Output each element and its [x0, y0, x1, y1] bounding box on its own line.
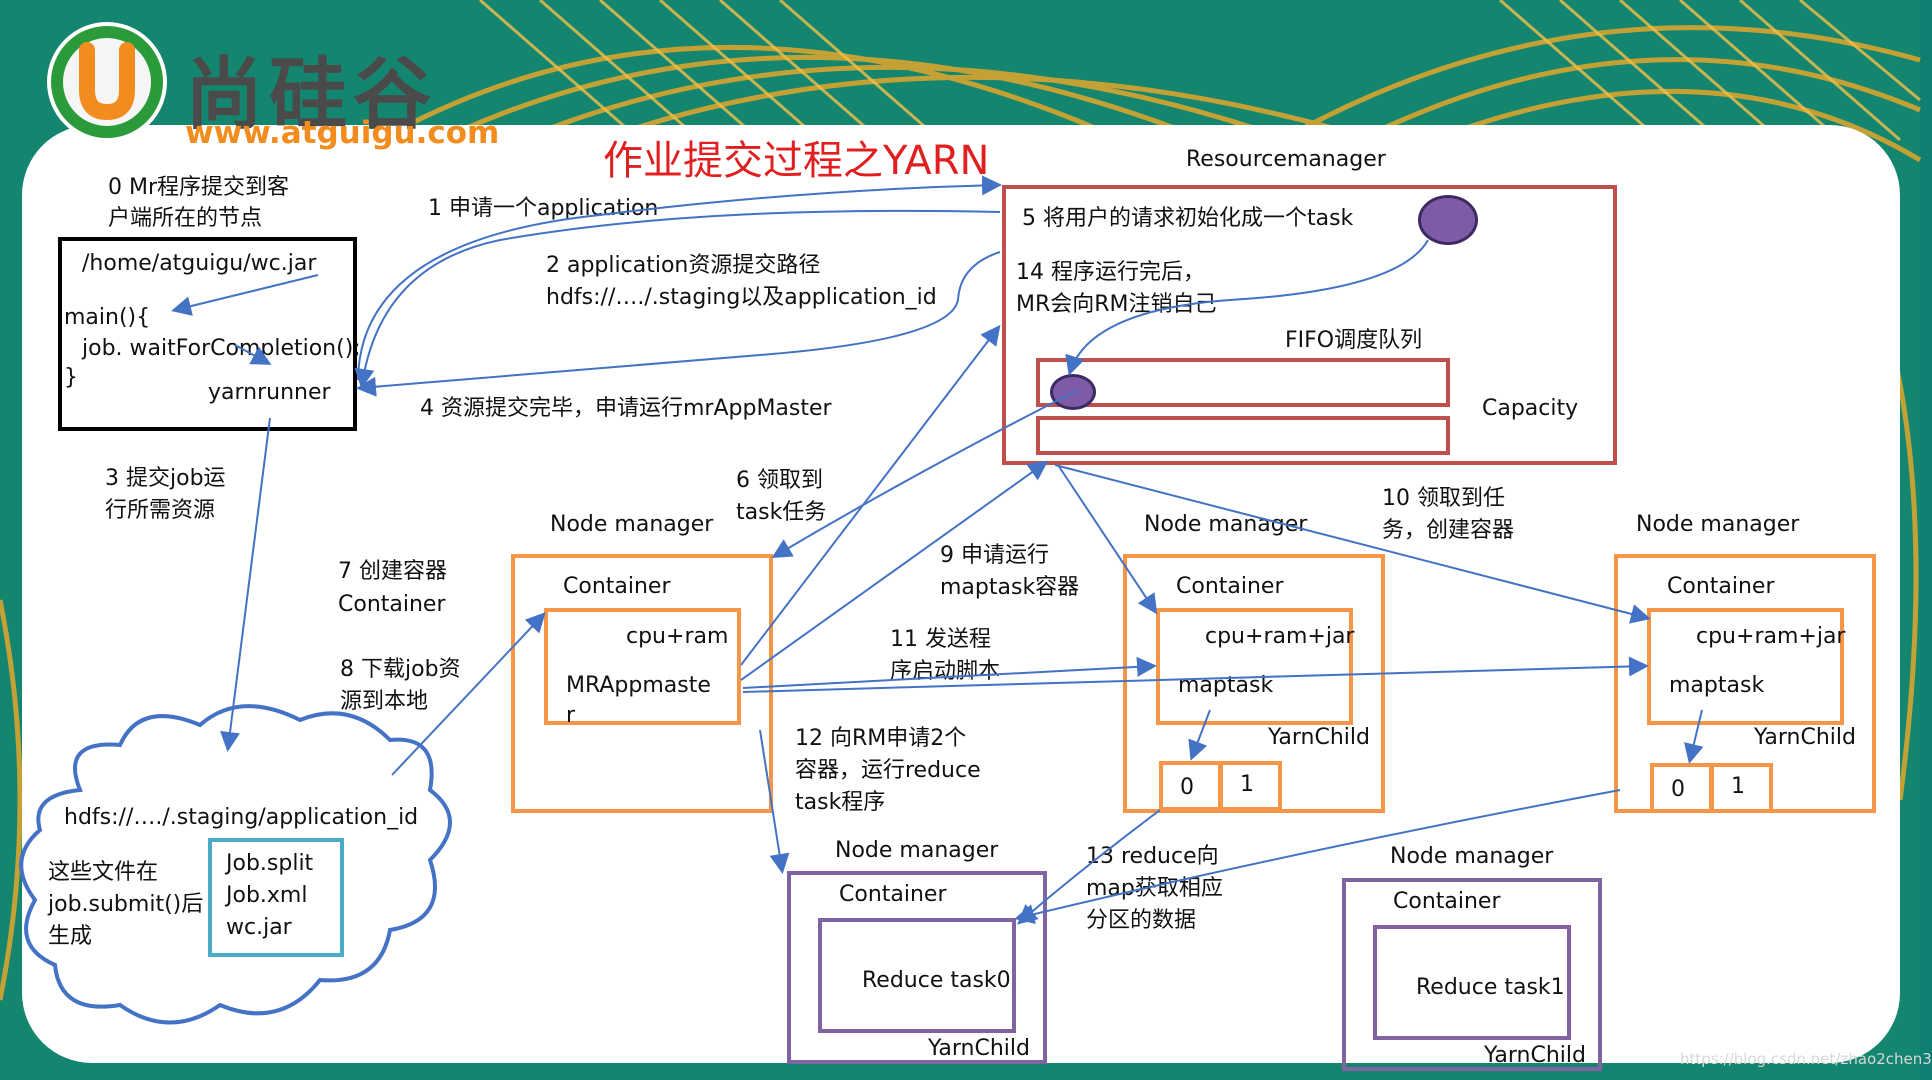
maptask2-resources: cpu+ram+jar	[1696, 624, 1846, 649]
yarnrunner-label: yarnrunner	[208, 380, 331, 405]
step2-line2: hdfs://…./.staging以及application_id	[546, 285, 937, 310]
mrappmaster-box	[544, 608, 741, 725]
nm2-yarnchild: YarnChild	[1268, 725, 1370, 750]
step13-line2: map获取相应	[1086, 876, 1223, 901]
nm4-yarnchild: YarnChild	[928, 1036, 1030, 1061]
map2-partition-1	[1710, 763, 1773, 813]
reduce0-box	[818, 918, 1016, 1033]
nm3-yarnchild: YarnChild	[1754, 725, 1856, 750]
hdfs-staging-path: hdfs://…./.staging/application_id	[64, 805, 419, 830]
step6-line2: task任务	[736, 500, 827, 525]
step11-line1: 11 发送程	[890, 627, 991, 652]
nm2-label: Node manager	[1144, 512, 1308, 537]
task-oval-top	[1418, 195, 1478, 245]
nm5-container-label: Container	[1393, 889, 1501, 914]
step10-line2: 务，创建容器	[1382, 518, 1515, 543]
diagram-title: 作业提交过程之YARN	[603, 138, 990, 184]
nm5-label: Node manager	[1390, 844, 1554, 869]
step11-line2: 序启动脚本	[890, 659, 1001, 684]
step9-line2: maptask容器	[940, 575, 1080, 600]
step10-line1: 10 领取到任	[1382, 486, 1505, 511]
client-node-box	[58, 237, 357, 431]
rm-step14-line1: 14 程序运行完后，	[1016, 260, 1205, 285]
step13-line3: 分区的数据	[1086, 908, 1197, 933]
step6-line1: 6 领取到	[736, 468, 823, 493]
step4-label: 4 资源提交完毕，申请运行mrAppMaster	[420, 396, 832, 421]
step3-line2: 行所需资源	[105, 498, 216, 523]
maptask1-label: maptask	[1178, 673, 1274, 698]
maptask1-resources: cpu+ram+jar	[1205, 624, 1355, 649]
logo-brand: 尚硅谷	[185, 49, 438, 140]
nm5-yarnchild: YarnChild	[1484, 1043, 1586, 1068]
step13-line1: 13 reduce向	[1086, 844, 1219, 869]
hdfs-note-3: 生成	[48, 924, 93, 949]
file-wc-jar: wc.jar	[226, 915, 292, 940]
fifo-queue-label: FIFO调度队列	[1285, 328, 1423, 353]
step8-line1: 8 下载job资	[340, 657, 461, 682]
capacity-label: Capacity	[1482, 396, 1579, 421]
mrappmaster-name-2: r	[566, 703, 576, 728]
maptask2-label: maptask	[1669, 673, 1765, 698]
nm4-container-label: Container	[839, 882, 947, 907]
file-job-split: Job.split	[226, 851, 314, 876]
step7-line1: 7 创建容器	[338, 559, 447, 584]
step12-line3: task程序	[795, 790, 886, 815]
reduce0-label: Reduce task0	[862, 968, 1011, 993]
map1-partition-1-label: 1	[1240, 772, 1254, 797]
rm-step5: 5 将用户的请求初始化成一个task	[1022, 206, 1354, 231]
am-resources: cpu+ram	[626, 624, 729, 649]
job-files-box	[208, 838, 344, 957]
code-close: }	[64, 365, 78, 390]
atguigu-logo-icon	[47, 22, 167, 142]
step3-line1: 3 提交job运	[105, 466, 226, 491]
step1-label: 1 申请一个application	[428, 196, 659, 221]
task-oval-queue	[1050, 374, 1096, 410]
step7-line2: Container	[338, 592, 446, 617]
nm4-label: Node manager	[835, 838, 999, 863]
watermark: https://blog.csdn.net/zhao2chen3	[1680, 1050, 1932, 1068]
client-caption-1: 0 Mr程序提交到客	[108, 175, 290, 200]
fifo-queue-slot-2	[1036, 416, 1450, 455]
code-main: main(){	[64, 305, 151, 330]
hdfs-note-1: 这些文件在	[48, 860, 159, 885]
reduce1-box	[1373, 925, 1571, 1040]
nm1-container-label: Container	[563, 574, 671, 599]
step12-line2: 容器，运行reduce	[795, 758, 981, 783]
file-job-xml: Job.xml	[226, 883, 308, 908]
map1-partition-0-label: 0	[1180, 775, 1194, 800]
logo-url: www.atguigu.com	[185, 115, 500, 151]
step2-line1: 2 application资源提交路径	[546, 253, 821, 278]
map2-partition-0-label: 0	[1671, 777, 1685, 802]
code-job-wait: job. waitForCompletion();	[82, 336, 361, 361]
rm-step14-line2: MR会向RM注销自己	[1016, 292, 1217, 317]
resourcemanager-label: Resourcemanager	[1186, 147, 1386, 172]
step8-line2: 源到本地	[340, 689, 429, 714]
nm2-container-label: Container	[1176, 574, 1284, 599]
nm1-label: Node manager	[550, 512, 714, 537]
resourcemanager-box	[1002, 185, 1617, 465]
fifo-queue-slot-1	[1036, 358, 1450, 407]
reduce1-label: Reduce task1	[1416, 975, 1565, 1000]
step12-line1: 12 向RM申请2个	[795, 726, 967, 751]
hdfs-note-2: job.submit()后	[48, 892, 204, 917]
jar-path: /home/atguigu/wc.jar	[82, 251, 317, 276]
client-caption-2: 户端所在的节点	[108, 206, 263, 231]
step9-line1: 9 申请运行	[940, 543, 1049, 568]
nm3-label: Node manager	[1636, 512, 1800, 537]
maptask2-box	[1647, 608, 1844, 725]
nm4-container-box	[787, 871, 1047, 1064]
mrappmaster-name-1: MRAppmaste	[566, 673, 711, 698]
nm3-container-label: Container	[1667, 574, 1775, 599]
map2-partition-1-label: 1	[1731, 774, 1745, 799]
